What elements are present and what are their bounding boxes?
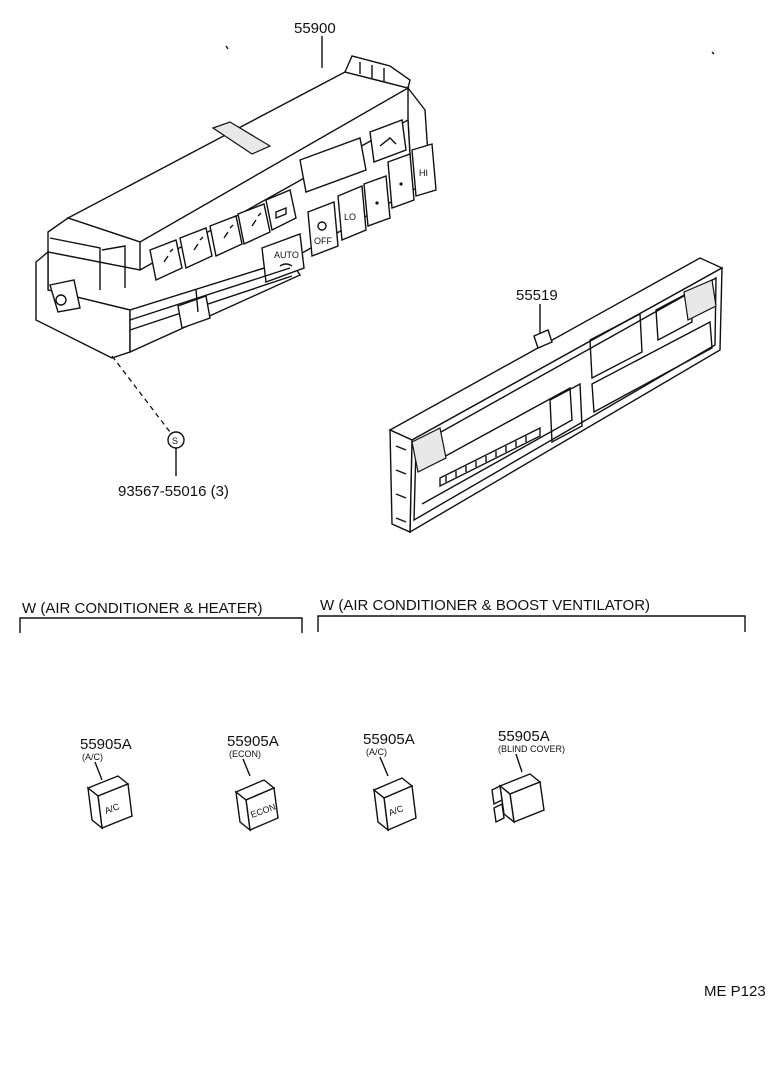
knob-2-note: (ECON) — [229, 749, 261, 759]
part-number-55900: 55900 — [294, 20, 336, 37]
diagram-code: ME P123 — [704, 983, 766, 1000]
knob-4-note: (BLIND COVER) — [498, 744, 565, 754]
knob-1-face: A/C — [103, 801, 121, 816]
mode-buttons — [149, 189, 297, 282]
knob-4-leader — [515, 753, 523, 773]
knob-1-drawing: A/C — [86, 775, 133, 830]
knob-4-drawing — [491, 773, 545, 824]
stray-mark — [711, 51, 715, 55]
knob-2-drawing: ECON — [234, 779, 279, 832]
knob-2-leader — [242, 758, 251, 777]
hi-legend: HI — [419, 168, 428, 178]
knob-1-leader — [94, 761, 103, 781]
knob-2-number: 55905A — [227, 733, 279, 750]
group-bracket-left — [19, 617, 303, 633]
knob-1-note: (A/C) — [82, 752, 103, 762]
off-legend: OFF — [314, 236, 332, 246]
group-title-left: W (AIR CONDITIONER & HEATER) — [22, 600, 263, 617]
knob-3-drawing: A/C — [372, 777, 417, 832]
group-title-right: W (AIR CONDITIONER & BOOST VENTILATOR) — [320, 597, 650, 614]
group-bracket-right — [317, 615, 746, 632]
screw-leader — [111, 355, 171, 433]
lo-legend: LO — [344, 212, 356, 222]
knob-3-face: A/C — [387, 803, 405, 818]
part-number-55519: 55519 — [516, 287, 558, 304]
push-buttons: AUTO OFF LO HI — [261, 119, 437, 283]
stray-mark — [225, 45, 229, 50]
auto-legend: AUTO — [274, 250, 299, 260]
control-unit-drawing: AUTO OFF LO HI — [35, 55, 437, 359]
knob-3-note: (A/C) — [366, 747, 387, 757]
part-number-93567: 93567-55016 (3) — [118, 483, 229, 500]
knob-3-number: 55905A — [363, 731, 415, 748]
knob-4-number: 55905A — [498, 728, 550, 745]
screw-symbol: S — [172, 436, 178, 446]
knob-1-number: 55905A — [80, 736, 132, 753]
knob-3-leader — [379, 756, 389, 777]
panel-drawing — [388, 257, 724, 534]
